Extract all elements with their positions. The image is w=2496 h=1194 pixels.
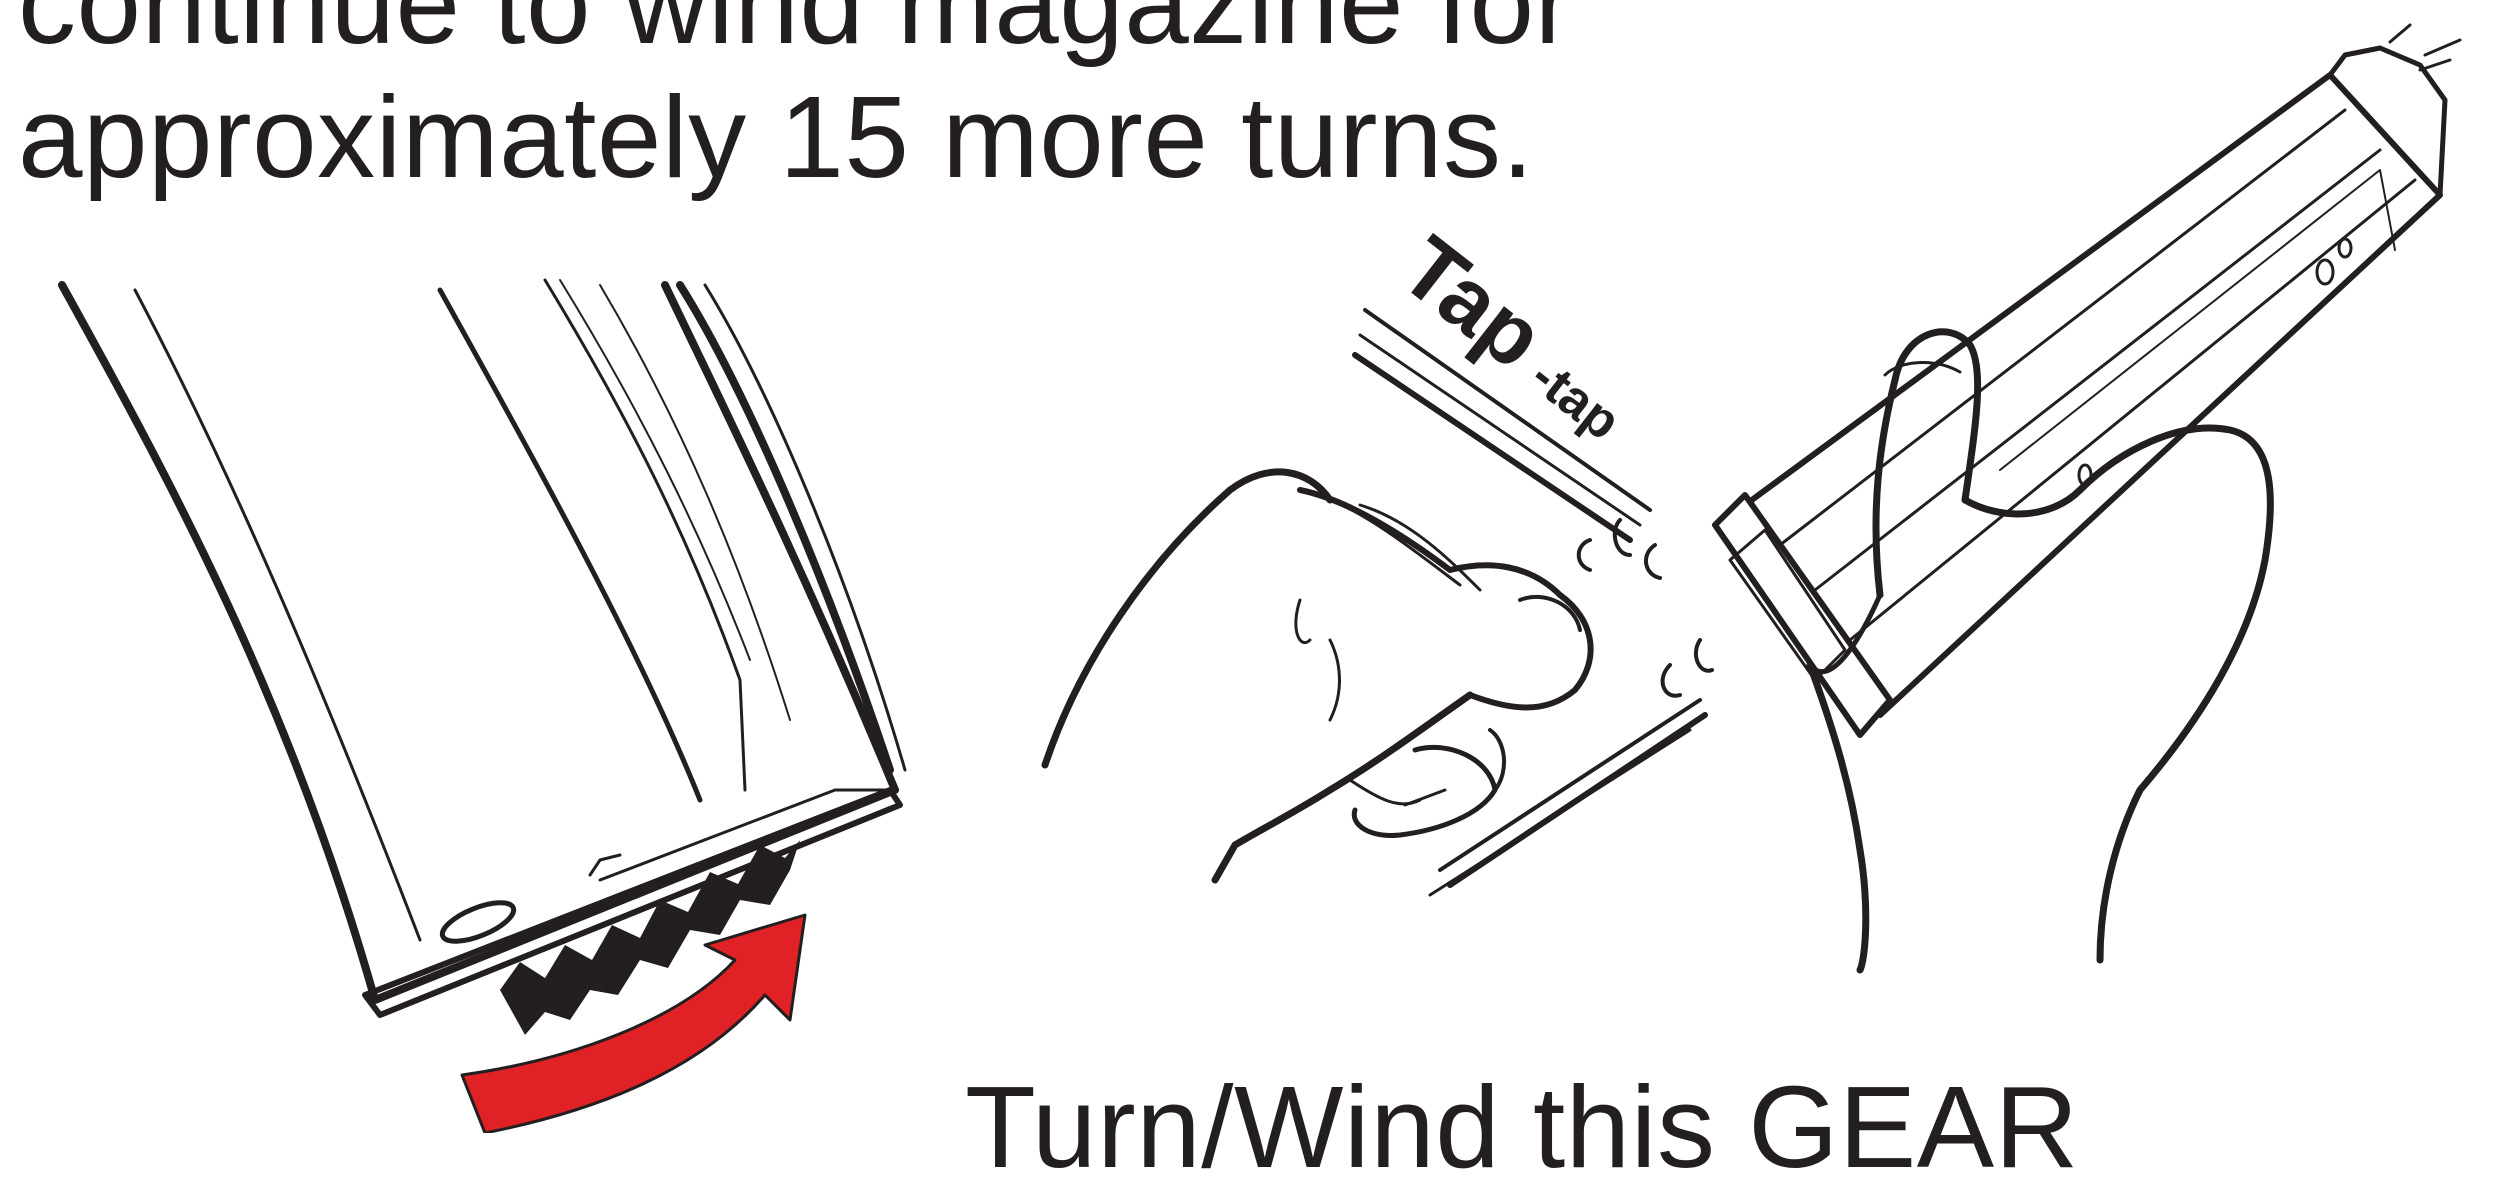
- illustration: Tap -tap: [0, 0, 2496, 1133]
- gear-caption: Turn/Wind this GEAR: [965, 1060, 2079, 1194]
- tap-label-big: Tap: [1383, 217, 1562, 387]
- hands-tapping-illustration: [1045, 25, 2460, 970]
- tap-tap-label: Tap -tap: [1383, 217, 1651, 457]
- tap-label-small: -tap: [1520, 347, 1631, 451]
- magazine-bottom-illustration: [62, 280, 905, 1015]
